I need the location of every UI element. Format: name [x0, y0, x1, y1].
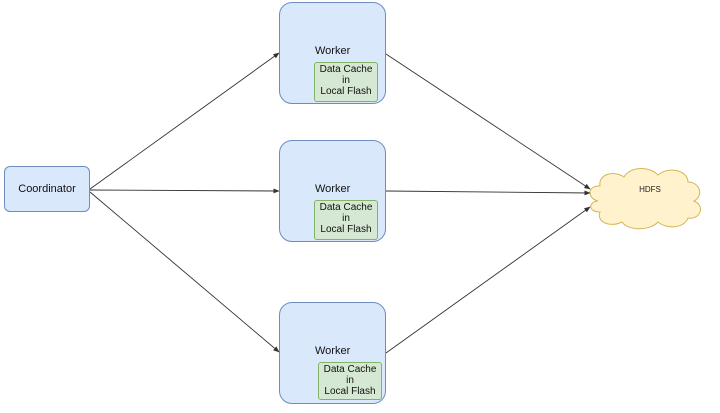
worker-node-3[interactable]: Worker Data Cache in Local Flash	[279, 302, 386, 404]
edge-worker-3-hdfs	[385, 206, 591, 354]
edge-coordinator-worker-2	[89, 188, 280, 194]
cache-line-2: in	[342, 213, 350, 224]
worker-node-2[interactable]: Worker Data Cache in Local Flash	[279, 140, 386, 242]
worker-node-1[interactable]: Worker Data Cache in Local Flash	[279, 2, 386, 104]
worker-label: Worker	[315, 183, 351, 195]
cache-line-2: in	[346, 375, 354, 386]
edge-coordinator-worker-1	[89, 52, 280, 190]
coordinator-label: Coordinator	[18, 183, 76, 195]
worker-label: Worker	[315, 45, 351, 57]
hdfs-cloud	[589, 168, 702, 230]
cache-line-1: Data Cache	[319, 202, 373, 213]
cache-line-3: Local Flash	[320, 224, 372, 235]
data-cache-box: Data Cache in Local Flash	[314, 200, 378, 240]
hdfs-label: HDFS	[639, 185, 661, 194]
cache-line-1: Data Cache	[323, 364, 377, 375]
edge-worker-1-hdfs	[385, 53, 591, 190]
cache-line-3: Local Flash	[324, 386, 376, 397]
cache-line-2: in	[342, 75, 350, 86]
data-cache-box: Data Cache in Local Flash	[314, 62, 378, 102]
cache-line-1: Data Cache	[319, 64, 373, 75]
cache-line-3: Local Flash	[320, 86, 372, 97]
edge-worker-2-hdfs	[385, 190, 591, 196]
edge-coordinator-worker-3	[89, 191, 280, 353]
coordinator-node[interactable]: Coordinator	[4, 166, 90, 212]
worker-label: Worker	[315, 345, 351, 357]
data-cache-box: Data Cache in Local Flash	[318, 362, 382, 400]
